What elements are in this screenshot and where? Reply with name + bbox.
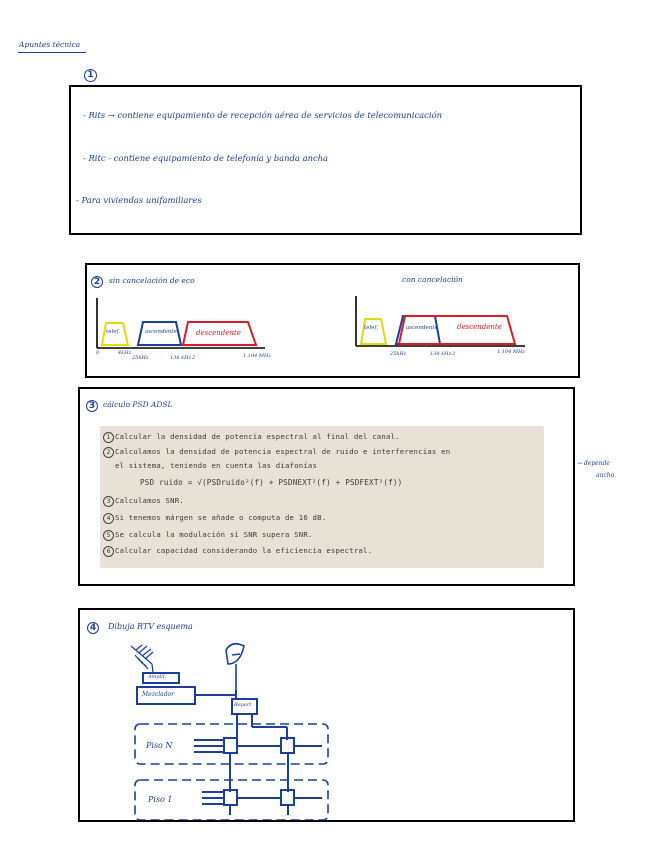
photo-line-5: Se calcula la modulación si SNR supera S… xyxy=(115,530,313,539)
photo-step-6: 6 xyxy=(103,546,114,557)
photo-line-6: Calcular capacidad considerando la efici… xyxy=(115,546,372,555)
left-axis-25k: 25kHz xyxy=(132,355,148,361)
right-downstream-label: descendente xyxy=(457,323,502,331)
piso-1-label: Piso 1 xyxy=(148,795,173,804)
section4-title: Dibuja RTV esquema xyxy=(108,622,193,631)
right-axis-mhz: 1.104 MHz xyxy=(497,349,525,355)
photo-line-2: Calculamos la densidad de potencia espec… xyxy=(115,447,450,456)
repartidor-label: Repart. xyxy=(234,702,253,708)
right-telef-label: telef. xyxy=(364,325,378,331)
piso-n-label: Piso N xyxy=(146,741,172,750)
section4-box xyxy=(78,608,575,822)
photo-line-2b: el sistema, teniendo en cuenta las diafo… xyxy=(115,461,317,470)
mezclador-label: Mezclador xyxy=(142,691,174,698)
right-telef-band xyxy=(361,319,386,344)
photo-step-5: 5 xyxy=(103,530,114,541)
amplifier-label: Amplif. xyxy=(148,674,166,680)
section-number-4: 4 xyxy=(87,622,99,634)
left-axis-138k: 138 kHz xyxy=(170,355,191,361)
notes-photo: 1 Calcular la densidad de potencia espec… xyxy=(100,426,544,568)
right-axis-138k: 138 kHz xyxy=(430,351,451,357)
right-axis-2: 2 xyxy=(452,351,455,357)
left-telef-label: telef. xyxy=(106,329,120,335)
left-axis-0: 0 xyxy=(96,350,99,356)
section3-side-note-2: ancho xyxy=(596,472,614,479)
photo-line-1: Calcular la densidad de potencia espectr… xyxy=(115,432,400,441)
left-axis-4k: 4kHz xyxy=(118,350,131,356)
right-axis-25k: 25kHz xyxy=(390,351,406,357)
photo-step-3: 3 xyxy=(103,496,114,507)
photo-formula: PSD ruido = √(PSDruido²(f) + PSDNEXT²(f)… xyxy=(140,478,402,487)
right-upstream-label: ascendente xyxy=(406,325,438,331)
photo-line-3: Calculamos SNR. xyxy=(115,496,184,505)
photo-line-4: Si tenemos márgen se añade o computa de … xyxy=(115,513,326,522)
left-downstream-label: descendente xyxy=(196,329,241,337)
left-upstream-label: ascendente xyxy=(145,329,177,335)
photo-step-2: 2 xyxy=(103,447,114,458)
photo-step-4: 4 xyxy=(103,513,114,524)
photo-step-1: 1 xyxy=(103,432,114,443)
left-axis-mhz: 1.104 MHz xyxy=(243,353,271,359)
left-axis-2: 2 xyxy=(192,355,195,361)
section3-side-note-1: → depende xyxy=(577,460,610,467)
section-number-3: 3 xyxy=(86,400,98,412)
section3-title: cálculo PSD ADSL xyxy=(103,400,173,409)
